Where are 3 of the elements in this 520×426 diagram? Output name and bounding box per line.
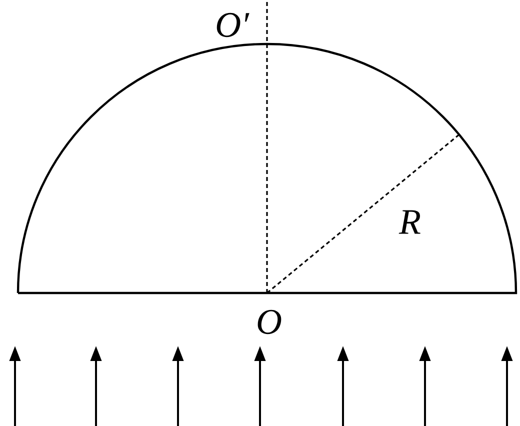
point-label: O bbox=[258, 310, 282, 334]
radius-label: R bbox=[398, 210, 420, 234]
point-label: O′ bbox=[216, 12, 250, 38]
